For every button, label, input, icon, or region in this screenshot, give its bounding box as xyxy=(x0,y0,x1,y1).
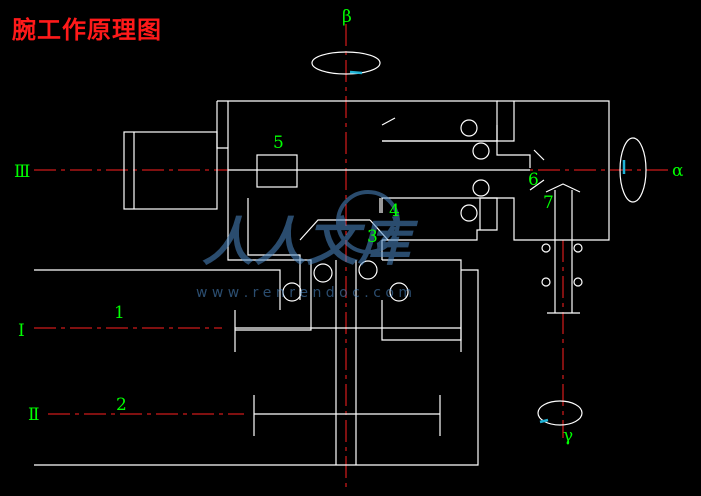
inner-right-lower xyxy=(381,197,498,215)
part-4-label: 4 xyxy=(389,201,400,221)
roman-3-label: Ⅲ xyxy=(14,162,30,182)
inner-right-box xyxy=(382,215,498,241)
bearing-11 xyxy=(541,277,551,287)
bearing-9 xyxy=(541,243,551,253)
part-3-label: 3 xyxy=(367,227,378,247)
watermark-url: w w w . r e n r e n d o c . c o m xyxy=(196,285,412,301)
housing-top xyxy=(217,100,498,142)
bevel-gear-left xyxy=(299,219,370,241)
inner-top-channel xyxy=(381,117,396,126)
diagram-title: 腕工作原理图 xyxy=(12,16,162,44)
part-5-label: 5 xyxy=(273,133,284,153)
inner-lower-frame xyxy=(247,198,301,300)
beta-arrow-marker xyxy=(349,70,363,75)
watermark-text: 人人文库 xyxy=(202,213,419,273)
bearing-2 xyxy=(472,142,490,160)
shaft-1-frame xyxy=(34,269,281,310)
part-6-label: 6 xyxy=(528,170,539,190)
gamma-arrow-marker xyxy=(539,418,549,424)
bearing-6 xyxy=(358,260,378,280)
inner-right-upper xyxy=(496,125,531,168)
part-2-label: 2 xyxy=(116,395,127,415)
axis-labels: β α γ Ⅲ Ⅰ Ⅱ xyxy=(14,7,684,446)
bearing-7 xyxy=(282,282,302,302)
alpha-label: α xyxy=(672,161,684,181)
bearing-3 xyxy=(472,179,490,197)
shaft-2-frame xyxy=(34,269,479,466)
bearing-12 xyxy=(573,277,583,287)
part-labels: 1 2 3 4 5 6 7 xyxy=(114,133,554,415)
bearing-8 xyxy=(389,282,409,302)
mechanism-outline xyxy=(34,51,647,466)
inner-shaft-upper xyxy=(382,101,515,142)
bearing-4 xyxy=(460,204,478,222)
part-5-box xyxy=(256,154,298,188)
roman-1-label: Ⅰ xyxy=(18,321,25,341)
motor-block xyxy=(123,131,218,210)
watermark-ring xyxy=(336,190,400,254)
bearing-5 xyxy=(313,263,333,283)
alpha-rotation-ellipse xyxy=(619,137,647,203)
bearing-1 xyxy=(460,119,478,137)
part-7-label: 7 xyxy=(543,193,554,213)
gear-7-left xyxy=(545,183,581,193)
housing-outer xyxy=(216,101,312,331)
gamma-rotation-ellipse xyxy=(537,400,583,426)
bevel-gear-right xyxy=(369,219,389,241)
gamma-label: γ xyxy=(563,426,573,446)
part-1-label: 1 xyxy=(114,303,125,323)
bearing-10 xyxy=(573,243,583,253)
watermark: 人人文库 w w w . r e n r e n d o c . c o m xyxy=(196,190,419,301)
roman-2-label: Ⅱ xyxy=(28,405,40,425)
beta-rotation-ellipse xyxy=(311,51,381,75)
gear-6-upper xyxy=(533,149,545,161)
beta-label: β xyxy=(342,7,352,27)
gear-6-lower xyxy=(529,179,545,191)
rotation-markers xyxy=(349,70,626,424)
